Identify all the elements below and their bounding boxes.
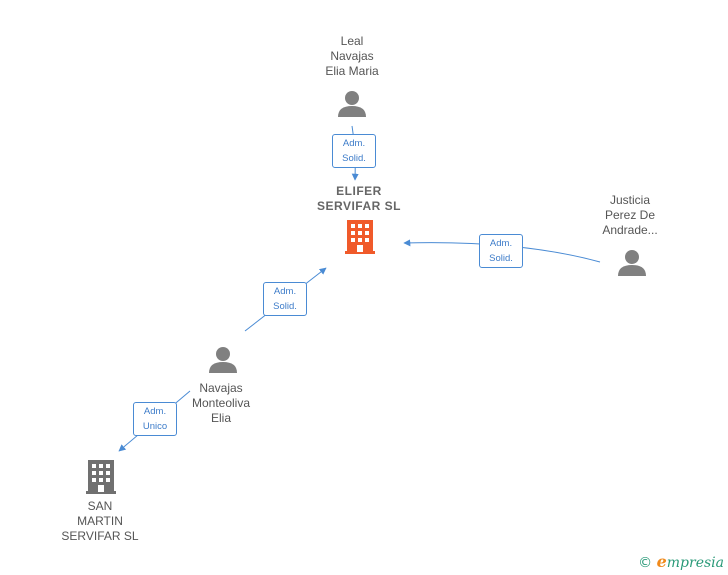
badge-line: Unico [142, 421, 168, 432]
label-line: Elia Maria [325, 64, 379, 78]
badge-line: Solid. [273, 301, 297, 312]
building-icon[interactable] [345, 220, 375, 254]
label-line: SERVIFAR SL [317, 199, 401, 213]
label-line: SAN [87, 499, 113, 513]
copyright-symbol: © [638, 555, 653, 571]
badge-line: Adm. [143, 406, 167, 417]
edge-badge-navajas-sanmartin[interactable]: Adm. Unico [133, 402, 177, 436]
label-line: Andrade... [602, 223, 658, 237]
node-label-sanmartin[interactable]: SAN MARTIN SERVIFAR SL [50, 499, 150, 544]
label-line: ELIFER [336, 184, 382, 198]
edge-badge-justicia-elifer[interactable]: Adm. Solid. [479, 234, 523, 268]
badge-line: Adm. [273, 286, 297, 297]
label-line: Leal [340, 34, 364, 48]
edge-badge-navajas-elifer[interactable]: Adm. Solid. [263, 282, 307, 316]
label-line: Perez De [604, 208, 656, 222]
label-line: Justicia [609, 193, 650, 207]
person-icon[interactable] [618, 250, 646, 276]
node-label-elifer[interactable]: ELIFER SERVIFAR SL [295, 184, 423, 214]
empresia-copyright: © empresia [638, 552, 724, 571]
label-line: Navajas [199, 381, 243, 395]
badge-line: Solid. [342, 153, 366, 164]
brand-name: mpresia [666, 555, 724, 571]
node-label-navajas[interactable]: Navajas Monteoliva Elia [171, 381, 271, 426]
label-line: Navajas [330, 49, 374, 63]
edge-badge-leal-elifer[interactable]: Adm. Solid. [332, 134, 376, 168]
label-line: SERVIFAR SL [61, 529, 139, 543]
label-line: Monteoliva [191, 396, 251, 410]
label-line: MARTIN [77, 514, 123, 528]
person-icon[interactable] [338, 91, 366, 117]
badge-line: Solid. [489, 253, 513, 264]
brand-initial: e [656, 552, 667, 571]
node-label-leal[interactable]: Leal Navajas Elia Maria [300, 34, 404, 79]
building-icon[interactable] [86, 460, 116, 494]
badge-line: Adm. [489, 238, 513, 249]
badge-line: Adm. [342, 138, 366, 149]
label-line: Elia [210, 411, 231, 425]
node-label-justicia[interactable]: Justicia Perez De Andrade... [580, 193, 680, 238]
person-icon[interactable] [209, 347, 237, 373]
